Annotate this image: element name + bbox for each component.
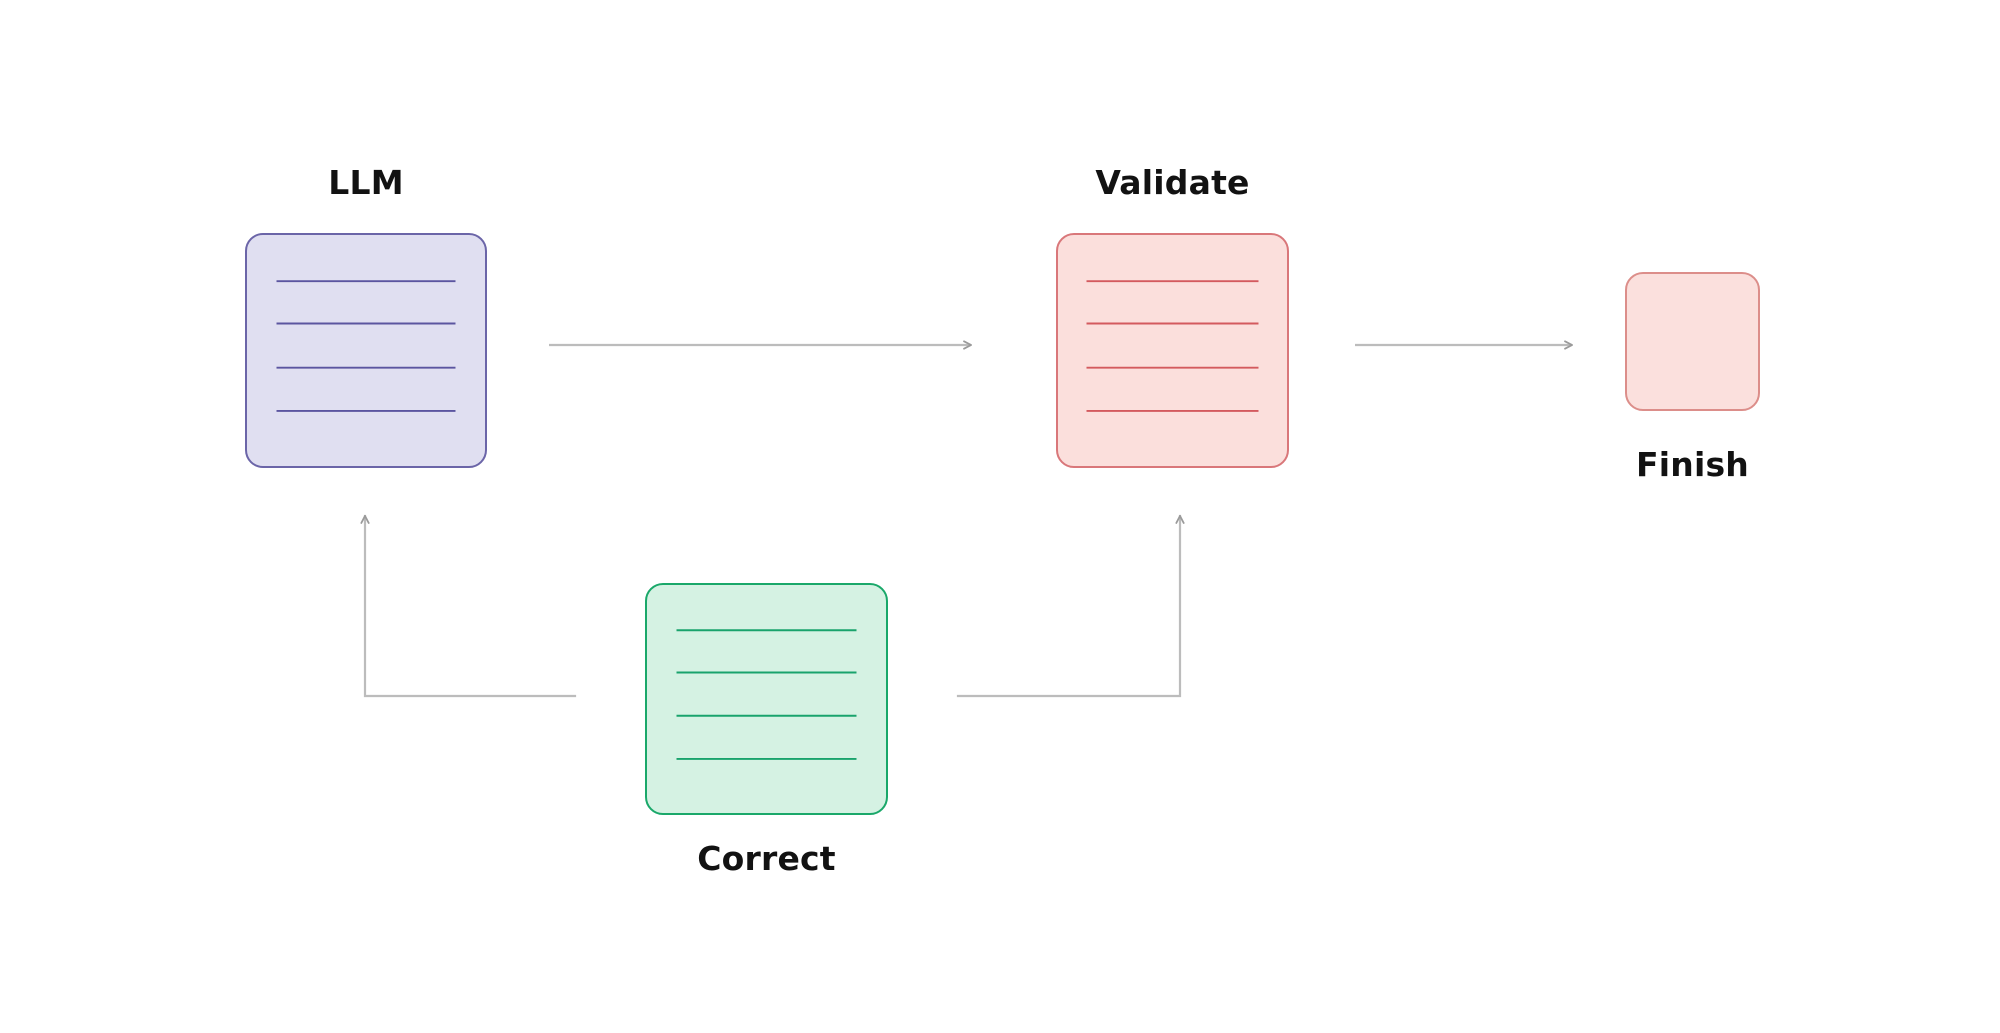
- edge-correct-to-validate: [956, 514, 1180, 698]
- node-correct[interactable]: [645, 583, 888, 815]
- node-llm-text-lines: [276, 280, 456, 412]
- node-llm[interactable]: [245, 233, 487, 468]
- node-correct-text-lines: [676, 629, 857, 760]
- node-validate-label: Validate: [1095, 163, 1250, 202]
- node-finish-label: Finish: [1636, 445, 1749, 484]
- node-finish[interactable]: [1625, 272, 1760, 411]
- node-llm-label: LLM: [328, 163, 404, 202]
- node-validate[interactable]: [1056, 233, 1289, 468]
- node-correct-label: Correct: [697, 839, 836, 878]
- node-validate-text-lines: [1086, 280, 1259, 412]
- edge-correct-to-llm: [365, 514, 577, 698]
